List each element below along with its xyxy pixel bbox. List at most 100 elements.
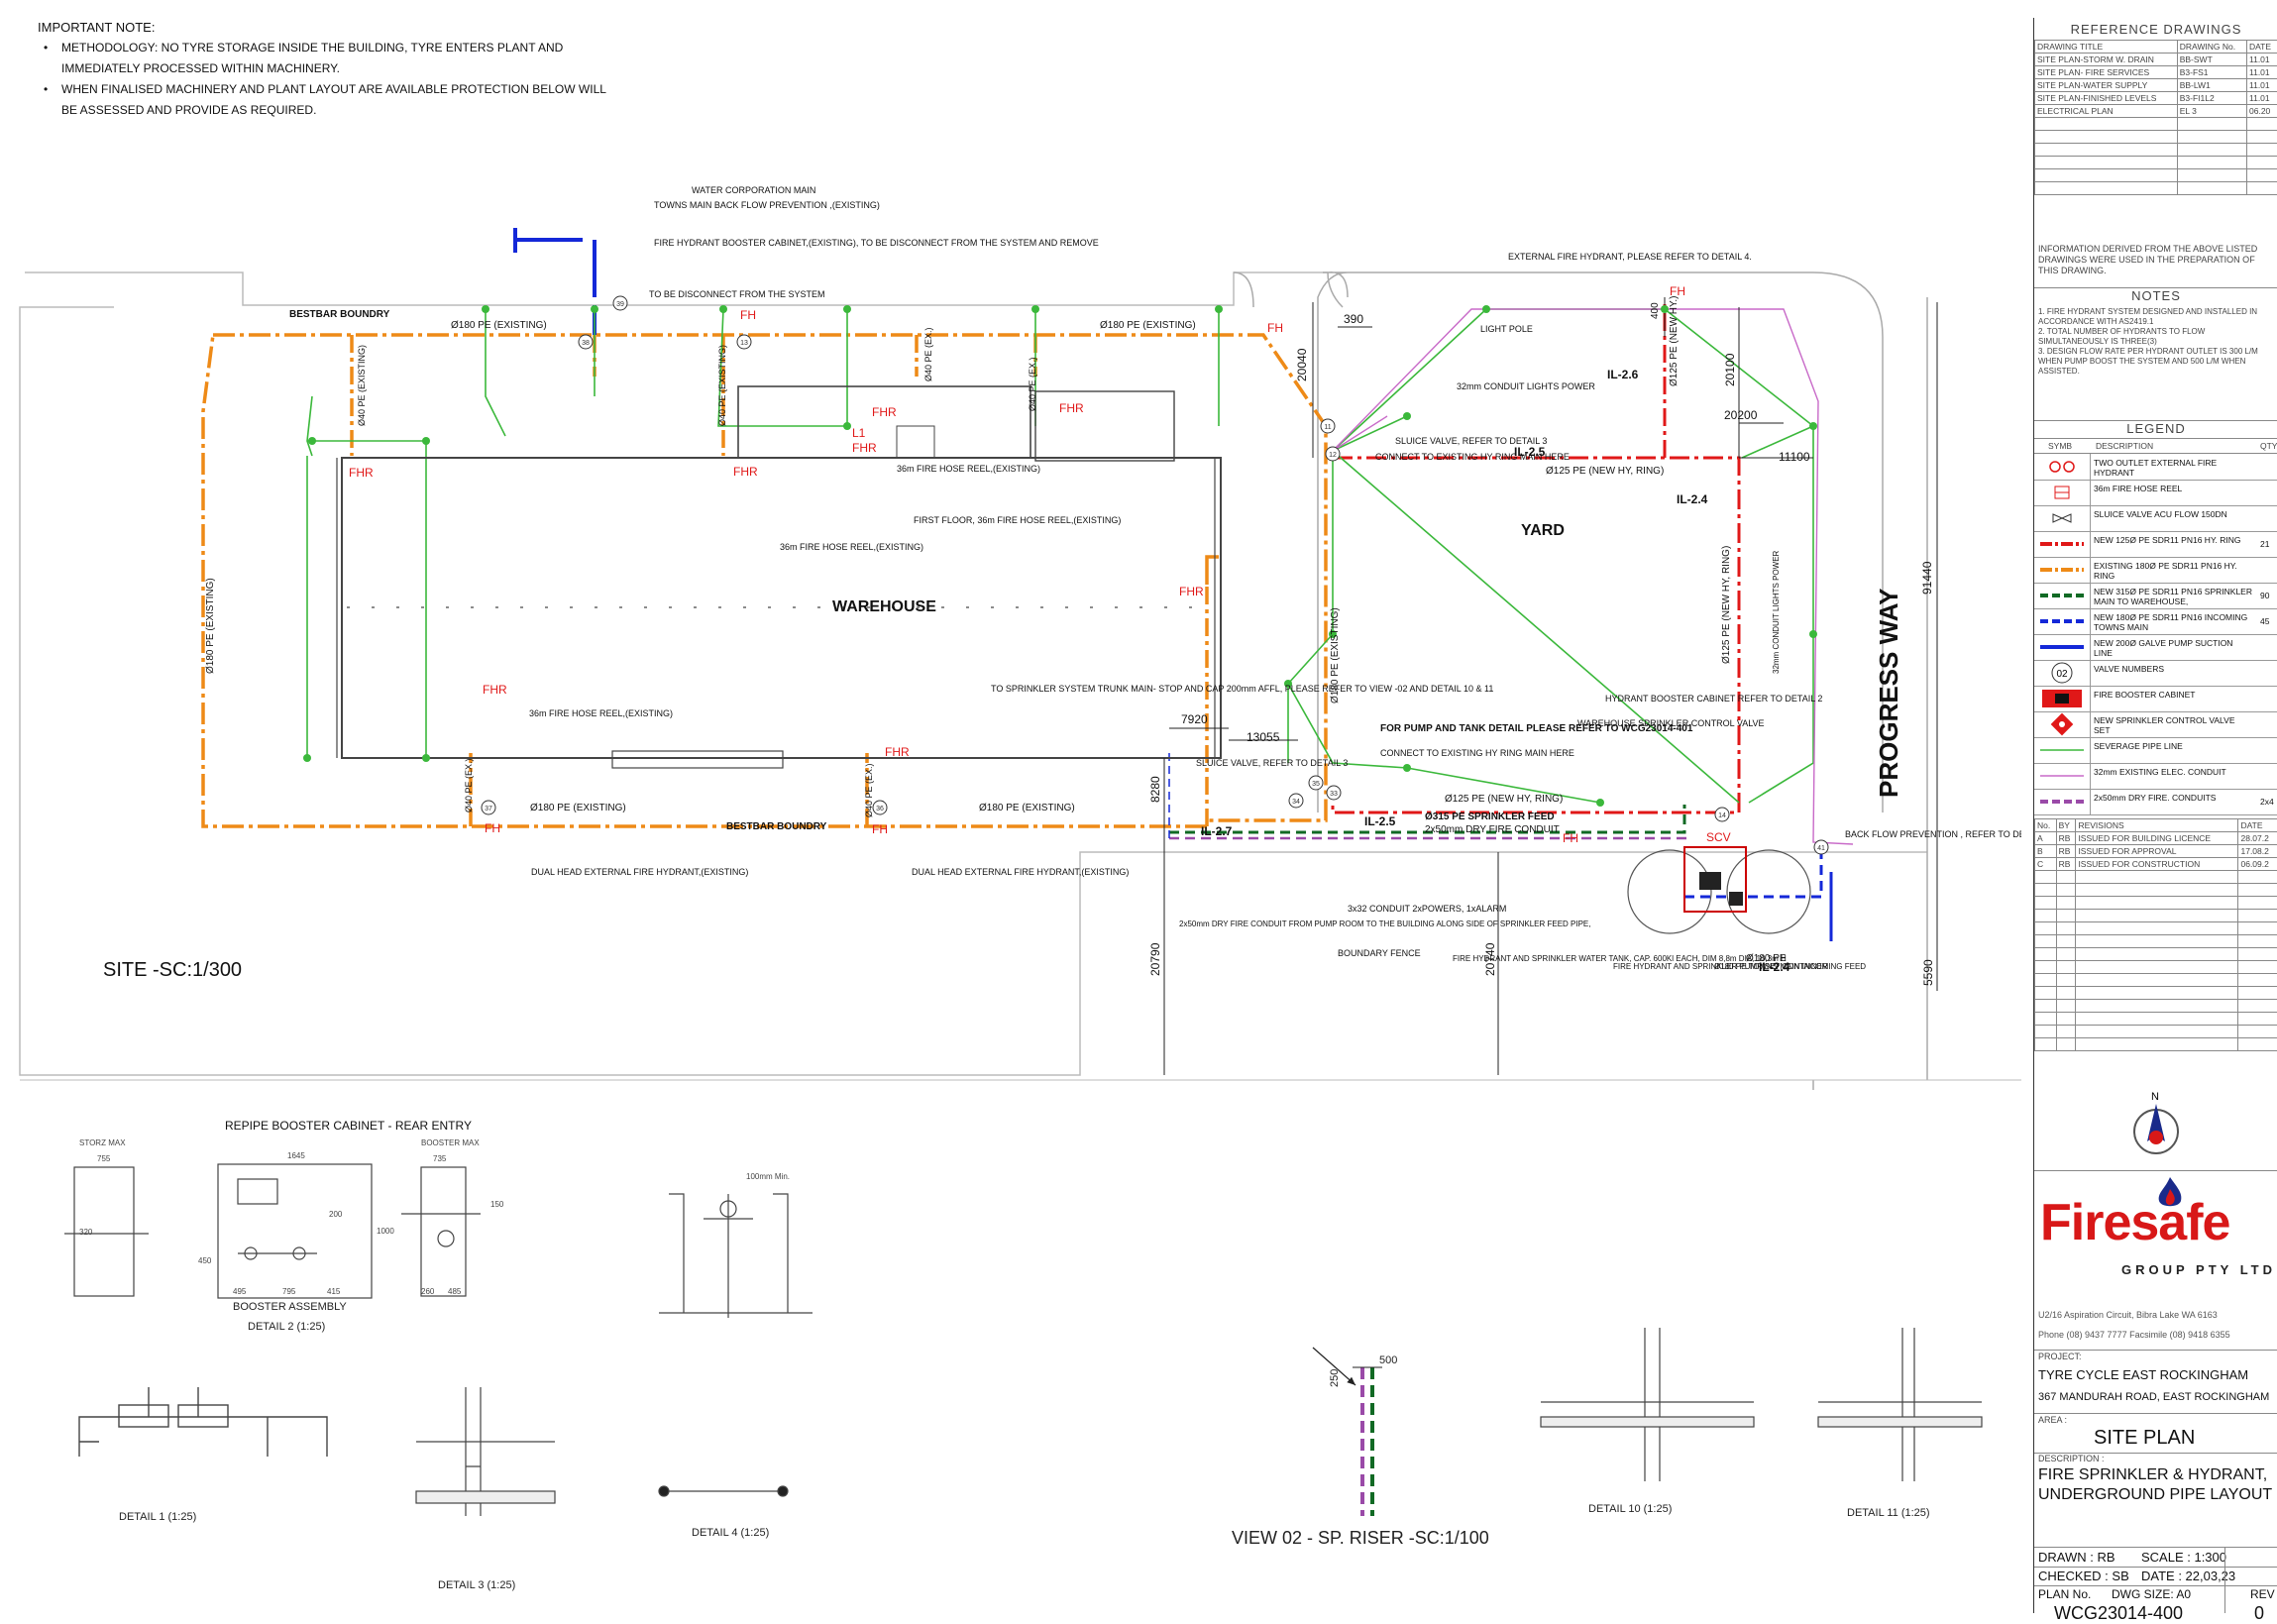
revision-number: 0	[2254, 1603, 2264, 1624]
svg-text:8280: 8280	[1148, 776, 1162, 803]
svg-text:TOWNS MAIN BACK FLOW PREVENTIO: TOWNS MAIN BACK FLOW PREVENTION ,(EXISTI…	[654, 200, 880, 210]
site-plan-drawing: 38 39 13 11 12 37 36 34 35 33 14 41 BEST…	[0, 0, 2021, 1616]
note-item: 3. DESIGN FLOW RATE PER HYDRANT OUTLET I…	[2038, 347, 2274, 377]
svg-text:FH: FH	[1670, 284, 1685, 298]
svg-text:FHR: FHR	[852, 441, 877, 455]
site-scale-label: SITE -SC:1/300	[103, 959, 242, 981]
pipe-label: Ø40 PE (EX.)	[923, 327, 933, 381]
pipe-label: Ø180 PE (EXISTING)	[530, 803, 626, 813]
legend-qty: 21	[2260, 539, 2269, 549]
pipe-label: Ø40 PE (EXISTING)	[357, 345, 367, 426]
water-corp-main	[515, 228, 595, 335]
svg-text:20790: 20790	[1148, 942, 1162, 976]
detail-3-sluice	[416, 1387, 555, 1516]
orange-dashdot-line-icon	[2034, 557, 2091, 583]
legend-row: SEVERAGE PIPE LINE	[2034, 737, 2277, 764]
legend-row: 36m FIRE HOSE REEL	[2034, 480, 2277, 506]
invert-level: IL-2.4	[1677, 492, 1708, 506]
pipe-label: 32mm CONDUIT LIGHTS POWER	[1772, 550, 1781, 674]
valve-number-symbol-icon: 02	[2034, 660, 2091, 686]
description-line-1: FIRE SPRINKLER & HYDRANT,	[2038, 1466, 2267, 1484]
company-logo: Firesafe GROUP PTY LTD	[2034, 1170, 2277, 1310]
reference-info: INFORMATION DERIVED FROM THE ABOVE LISTE…	[2038, 244, 2272, 276]
svg-text:450: 450	[198, 1256, 212, 1265]
legend-description: NEW 125Ø PE SDR11 PN16 HY. RING	[2094, 535, 2252, 545]
svg-text:20200: 20200	[1724, 408, 1758, 422]
north-label: N	[2151, 1091, 2159, 1103]
svg-text:FIRST FLOOR, 36m FIRE HOSE REE: FIRST FLOOR, 36m FIRE HOSE REEL,(EXISTIN…	[914, 515, 1121, 525]
boundary-label: BESTBAR BOUNDRY	[289, 309, 390, 320]
pipe-label: Ø180 PE (EXISTING)	[979, 803, 1075, 813]
svg-text:CONNECT TO EXISTING HY RING MA: CONNECT TO EXISTING HY RING MAIN HERE	[1375, 452, 1570, 462]
detail-2-subtitle: BOOSTER ASSEMBLY	[233, 1301, 347, 1313]
valve-number: 35	[1312, 781, 1320, 788]
legend-qty: 45	[2260, 616, 2269, 626]
green-thin-line-icon	[2034, 737, 2091, 763]
green-dashed-line-icon	[2034, 583, 2091, 608]
valve-number: 14	[1718, 812, 1726, 819]
svg-text:FH: FH	[872, 822, 888, 836]
svg-text:CONNECT TO EXISTING HY RING MA: CONNECT TO EXISTING HY RING MAIN HERE	[1380, 748, 1574, 758]
invert-level: IL-2.7	[1201, 824, 1233, 838]
svg-text:DUAL HEAD EXTERNAL FIRE HYDRAN: DUAL HEAD EXTERNAL FIRE HYDRANT,(EXISTIN…	[912, 867, 1129, 877]
valve-number: 37	[485, 806, 492, 812]
svg-text:795: 795	[282, 1287, 296, 1296]
legend-row: TWO OUTLET EXTERNAL FIRE HYDRANT	[2034, 454, 2277, 481]
svg-text:2x50mm DRY FIRE CONDUIT FROM P: 2x50mm DRY FIRE CONDUIT FROM PUMP ROOM T…	[1179, 920, 1591, 928]
view-02-dim: 500	[1379, 1354, 1397, 1366]
svg-text:735: 735	[433, 1154, 447, 1163]
svg-text:260: 260	[421, 1287, 435, 1296]
office-block	[738, 386, 1030, 458]
legend-qty: 90	[2260, 591, 2269, 600]
legend-description: NEW SPRINKLER CONTROL VALVE SET	[2094, 715, 2252, 735]
yard-label: YARD	[1521, 522, 1565, 539]
svg-text:FH: FH	[1267, 321, 1283, 335]
valve-number: 34	[1292, 799, 1300, 806]
svg-text:FHR: FHR	[872, 405, 897, 419]
date: DATE : 22,03,23	[2141, 1569, 2235, 1583]
svg-text:7920: 7920	[1181, 712, 1208, 726]
svg-text:200: 200	[329, 1210, 343, 1219]
detail-2-title: REPIPE BOOSTER CABINET - REAR ENTRY	[225, 1119, 472, 1133]
svg-text:SLUICE VALVE, REFER TO DETAIL: SLUICE VALVE, REFER TO DETAIL 3	[1196, 758, 1348, 768]
detail-11-riser	[1818, 1328, 1982, 1481]
detail-10-label: DETAIL 10 (1:25)	[1588, 1503, 1672, 1515]
warehouse-label: WAREHOUSE	[832, 598, 936, 615]
pipe-label: Ø315 PE SPRINKLER FEED	[1425, 812, 1555, 822]
svg-text:390: 390	[1344, 312, 1363, 326]
svg-text:495: 495	[233, 1287, 247, 1296]
invert-level: IL-2.6	[1607, 368, 1639, 381]
legend-row: EXISTING 180Ø PE SDR11 PN16 HY. RING	[2034, 557, 2277, 584]
svg-text:TO SPRINKLER SYSTEM TRUNK MAIN: TO SPRINKLER SYSTEM TRUNK MAIN- STOP AND…	[991, 684, 1493, 694]
rev-label: REV	[2250, 1587, 2275, 1601]
project-address: 367 MANDURAH ROAD, EAST ROCKINGHAM	[2038, 1391, 2269, 1403]
svg-text:36m FIRE HOSE REEL,(EXISTING): 36m FIRE HOSE REEL,(EXISTING)	[780, 542, 923, 552]
valve-number: 12	[1329, 452, 1337, 459]
valve-number: 13	[740, 340, 748, 347]
svg-text:EXTERNAL FIRE HYDRANT, PLEASE: EXTERNAL FIRE HYDRANT, PLEASE REFER TO D…	[1508, 252, 1752, 262]
valve-number: 39	[616, 301, 624, 308]
svg-text:WAREHOUSE SPRINKLER CONTROL VA: WAREHOUSE SPRINKLER CONTROL VALVE	[1577, 718, 1765, 728]
svg-text:FIRE HYDRANT BOOSTER CABINET,(: FIRE HYDRANT BOOSTER CABINET,(EXISTING),…	[654, 238, 1099, 248]
reference-drawings-header: REFERENCE DRAWINGS	[2034, 22, 2277, 37]
legend-description: FIRE BOOSTER CABINET	[2094, 690, 2252, 700]
svg-text:20100: 20100	[1723, 353, 1737, 386]
pipe-label: Ø180 PE (EXISTING)	[205, 578, 216, 674]
description-line-2: UNDERGROUND PIPE LAYOUT	[2038, 1486, 2272, 1504]
legend-description: SEVERAGE PIPE LINE	[2094, 741, 2252, 751]
valve-number: 33	[1330, 791, 1338, 798]
legend-row: NEW SPRINKLER CONTROL VALVE SET	[2034, 711, 2277, 738]
existing-180-ring-main	[203, 335, 1326, 826]
svg-text:FH: FH	[485, 821, 500, 835]
detail-10-riser	[1541, 1328, 1754, 1481]
detail-4-hydrant	[659, 1194, 813, 1496]
fire-tags: FH FH FH FH FH FH FHR FHR FHR FHR FHR FH…	[349, 284, 1731, 845]
top-boundary-arcs	[1234, 272, 1343, 307]
valve-number: 36	[876, 806, 884, 812]
